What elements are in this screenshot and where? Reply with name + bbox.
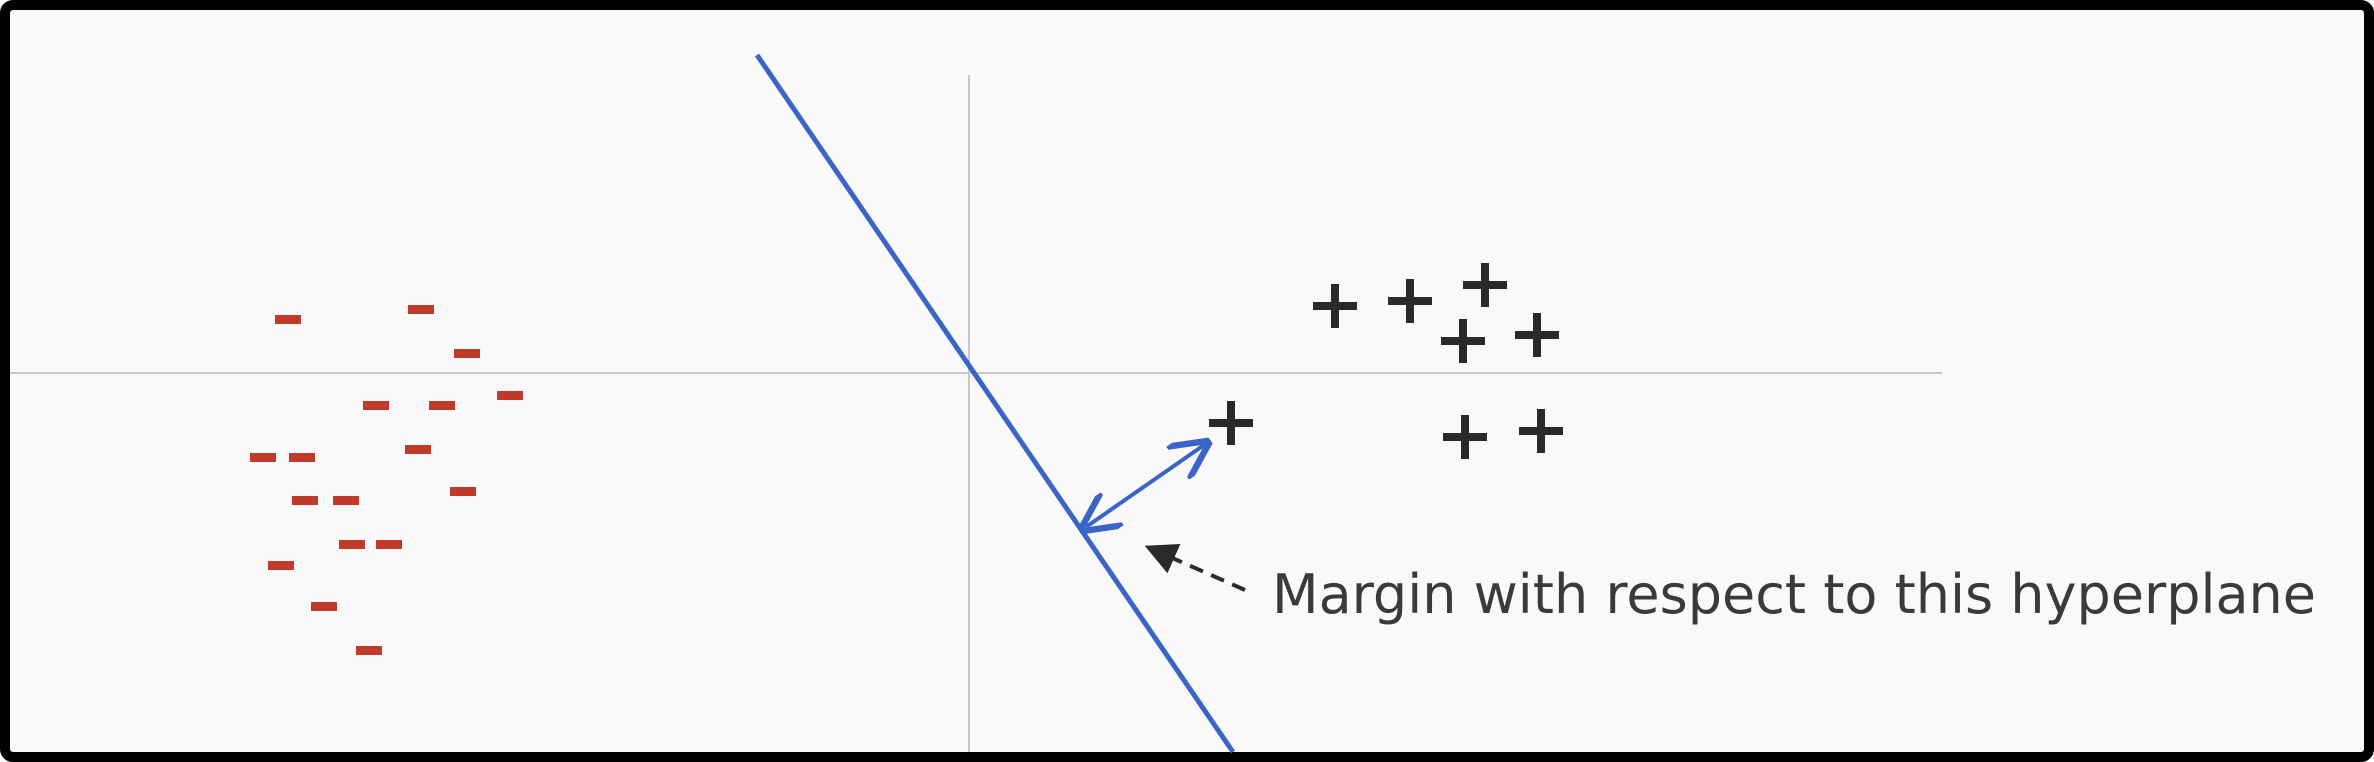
margin-annotation: Margin with respect to this hyperplane bbox=[1272, 563, 2316, 626]
negative-point bbox=[408, 305, 434, 314]
negative-class-points bbox=[250, 305, 523, 655]
negative-point bbox=[292, 496, 318, 505]
negative-point bbox=[454, 349, 480, 358]
negative-point bbox=[311, 602, 337, 611]
hyperplane-line bbox=[754, 53, 1236, 754]
margin-arrow bbox=[1086, 445, 1204, 527]
negative-point bbox=[376, 540, 402, 549]
negative-point bbox=[268, 561, 294, 570]
negative-point bbox=[497, 391, 523, 400]
negative-point bbox=[339, 540, 365, 549]
negative-point bbox=[356, 646, 382, 655]
negative-point bbox=[363, 401, 389, 410]
positive-point bbox=[1515, 313, 1559, 357]
negative-point bbox=[429, 401, 455, 410]
negative-point bbox=[450, 487, 476, 496]
positive-point bbox=[1443, 415, 1487, 459]
positive-point bbox=[1209, 401, 1253, 445]
negative-point bbox=[333, 496, 359, 505]
positive-point bbox=[1388, 279, 1432, 323]
positive-point bbox=[1463, 263, 1507, 307]
negative-point bbox=[250, 453, 276, 462]
pointer-arrow bbox=[1144, 544, 1246, 592]
positive-point bbox=[1519, 409, 1563, 453]
positive-point bbox=[1313, 284, 1357, 328]
negative-point bbox=[289, 453, 315, 462]
negative-point bbox=[405, 445, 431, 454]
negative-point bbox=[275, 315, 301, 324]
positive-point bbox=[1441, 319, 1485, 363]
positive-class-points bbox=[1209, 263, 1563, 459]
